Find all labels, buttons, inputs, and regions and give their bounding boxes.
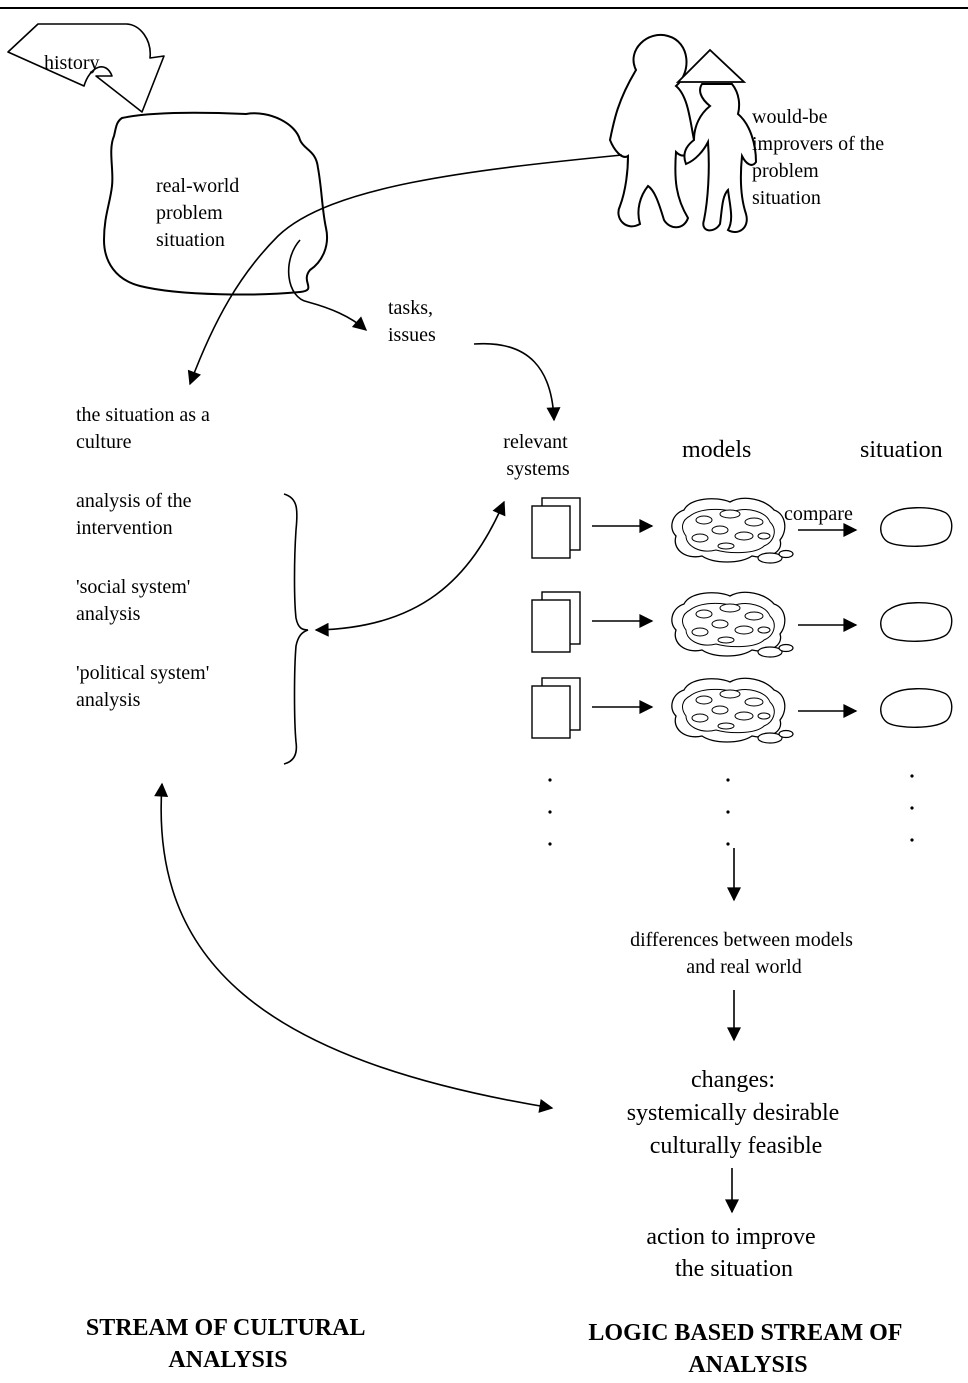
tasks-line-2: issues: [388, 324, 436, 346]
improvers-line-2: improvers of the: [752, 133, 884, 155]
action-line-2: the situation: [675, 1256, 793, 1282]
intervention-line-2: intervention: [76, 517, 173, 539]
footer-right-line-2: ANALYSIS: [688, 1352, 807, 1378]
changes-label: changes: systemically desirable cultural…: [627, 1067, 846, 1159]
footer-right-line-1: LOGIC BASED STREAM OF: [588, 1320, 901, 1346]
continuation-dots: [548, 774, 914, 846]
intervention-line-1: analysis of the: [76, 490, 192, 512]
improvers-people-icon: [608, 33, 758, 233]
problem-label-line-2: problem: [156, 202, 223, 224]
problem-label-line-1: real-world: [156, 175, 239, 197]
tasks-line-1: tasks,: [388, 297, 433, 319]
tasks-issues-label: tasks, issues: [388, 297, 438, 346]
social-line-2: analysis: [76, 603, 141, 625]
cultural-changes-double-arrow: [154, 782, 554, 1113]
differences-line-2: and real world: [686, 956, 802, 978]
changes-line-3: culturally feasible: [650, 1133, 823, 1159]
social-label: 'social system' analysis: [76, 576, 195, 625]
analysis-systems-double-arrow: [314, 500, 506, 637]
improvers-line-3: problem: [752, 160, 819, 182]
relevant-system-pages-icon-3: [531, 677, 581, 739]
culture-label: the situation as a culture: [76, 404, 215, 453]
changes-line-1: changes:: [691, 1067, 775, 1093]
tasks-to-systems-arrow: [473, 342, 561, 422]
improvers-line-1: would-be: [752, 106, 828, 128]
footer-right: LOGIC BASED STREAM OF ANALYSIS: [588, 1320, 907, 1378]
action-line-1: action to improve: [646, 1224, 815, 1250]
model-cloud-icon-2: [671, 591, 794, 658]
models-header: models: [682, 437, 751, 463]
culture-line-2: culture: [76, 431, 132, 453]
problem-situation-label: real-world problem situation: [156, 175, 244, 251]
footer-left: STREAM OF CULTURAL ANALYSIS: [86, 1315, 370, 1373]
political-label: 'political system' analysis: [76, 662, 214, 711]
relevant-line-2: systems: [506, 458, 570, 480]
footer-left-line-1: STREAM OF CULTURAL: [86, 1315, 365, 1341]
political-line-1: 'political system': [76, 662, 209, 684]
compare-label: compare: [784, 503, 853, 525]
brace-icon: [283, 493, 309, 765]
situation-cloud-icon-2: [880, 602, 953, 642]
differences-label: differences between models and real worl…: [630, 929, 858, 978]
model-cloud-icon-1: [671, 497, 794, 564]
improvers-label: would-be improvers of the problem situat…: [752, 106, 889, 209]
intervention-label: analysis of the intervention: [76, 490, 197, 539]
culture-line-1: the situation as a: [76, 404, 210, 426]
improvers-line-4: situation: [752, 187, 821, 209]
problem-to-tasks-arrow: [287, 239, 368, 331]
situation-cloud-icon-1: [880, 507, 953, 547]
differences-line-1: differences between models: [630, 929, 853, 951]
model-cloud-icon-3: [671, 677, 794, 744]
problem-situation-cloud-icon: [102, 111, 328, 296]
improvers-to-culture-arrow: [187, 154, 623, 386]
relevant-line-1: relevant: [503, 431, 568, 453]
situation-cloud-icon-3: [880, 688, 953, 728]
problem-label-line-3: situation: [156, 229, 225, 251]
footer-left-line-2: ANALYSIS: [168, 1347, 287, 1373]
relevant-system-pages-icon-1: [531, 497, 581, 559]
social-line-1: 'social system': [76, 576, 190, 598]
relevant-system-pages-icon-2: [531, 591, 581, 653]
action-label: action to improve the situation: [646, 1224, 821, 1282]
changes-line-2: systemically desirable: [627, 1100, 840, 1126]
relevant-systems-label: relevant systems: [503, 431, 572, 480]
history-arrow-icon: [7, 23, 165, 113]
history-label: history: [44, 52, 100, 74]
situation-header: situation: [860, 437, 943, 463]
political-line-2: analysis: [76, 689, 141, 711]
